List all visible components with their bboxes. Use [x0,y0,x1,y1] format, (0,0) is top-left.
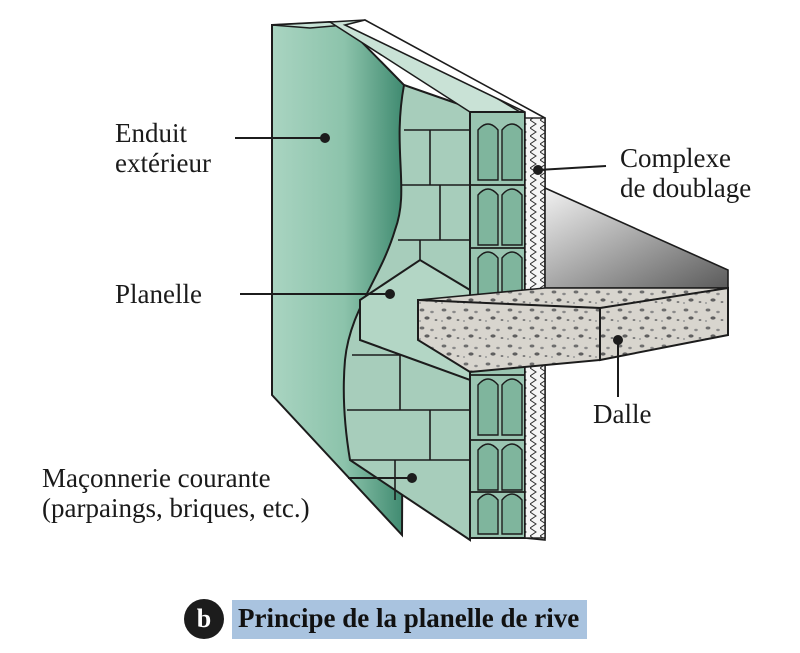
label-exterior-render: Enduit extérieur [115,118,211,178]
caption-badge: b [184,599,224,639]
leader-lines [235,133,623,483]
label-lining-complex: Complexe de doublage [620,143,751,203]
caption-text: Principe de la planelle de rive [232,599,588,639]
figure-caption: b Principe de la planelle de rive [184,596,588,642]
concrete-slab [417,186,729,374]
label-lining-complex-line1: Complexe [620,143,731,173]
label-planelle: Planelle [115,279,202,309]
label-masonry: Maçonnerie courante (parpaings, briques,… [42,463,310,523]
label-exterior-render-line2: extérieur [115,148,211,178]
label-lining-complex-line2: de doublage [620,173,752,203]
label-masonry-line2: (parpaings, briques, etc.) [42,493,310,523]
label-masonry-line1: Maçonnerie courante [42,463,271,493]
label-slab: Dalle [593,399,652,429]
label-exterior-render-line1: Enduit [115,118,187,148]
